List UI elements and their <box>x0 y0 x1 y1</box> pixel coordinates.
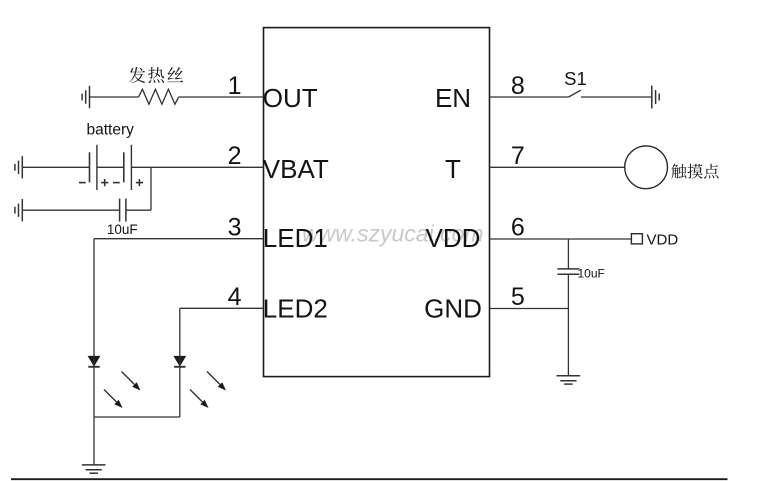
svg-text:www.szyucai.com: www.szyucai.com <box>302 221 483 247</box>
svg-text:VDD: VDD <box>426 223 481 253</box>
svg-text:4: 4 <box>228 283 242 311</box>
svg-text:10uF: 10uF <box>107 222 138 237</box>
svg-text:S1: S1 <box>564 68 587 89</box>
svg-text:3: 3 <box>228 214 242 242</box>
svg-text:EN: EN <box>435 83 471 113</box>
svg-text:7: 7 <box>511 142 525 170</box>
svg-text:VBAT: VBAT <box>263 154 329 184</box>
svg-text:8: 8 <box>511 72 525 100</box>
svg-text:2: 2 <box>228 142 242 170</box>
svg-text:VDD: VDD <box>647 231 679 248</box>
svg-text:battery: battery <box>87 122 135 139</box>
svg-text:1: 1 <box>228 72 242 100</box>
svg-text:T: T <box>445 154 461 184</box>
svg-text:10uF: 10uF <box>578 266 605 280</box>
svg-text:LED2: LED2 <box>263 293 328 323</box>
svg-text:GND: GND <box>424 293 482 323</box>
svg-text:OUT: OUT <box>263 83 318 113</box>
svg-text:LED1: LED1 <box>263 223 328 253</box>
svg-text:5: 5 <box>511 283 525 311</box>
svg-text:6: 6 <box>511 214 525 242</box>
